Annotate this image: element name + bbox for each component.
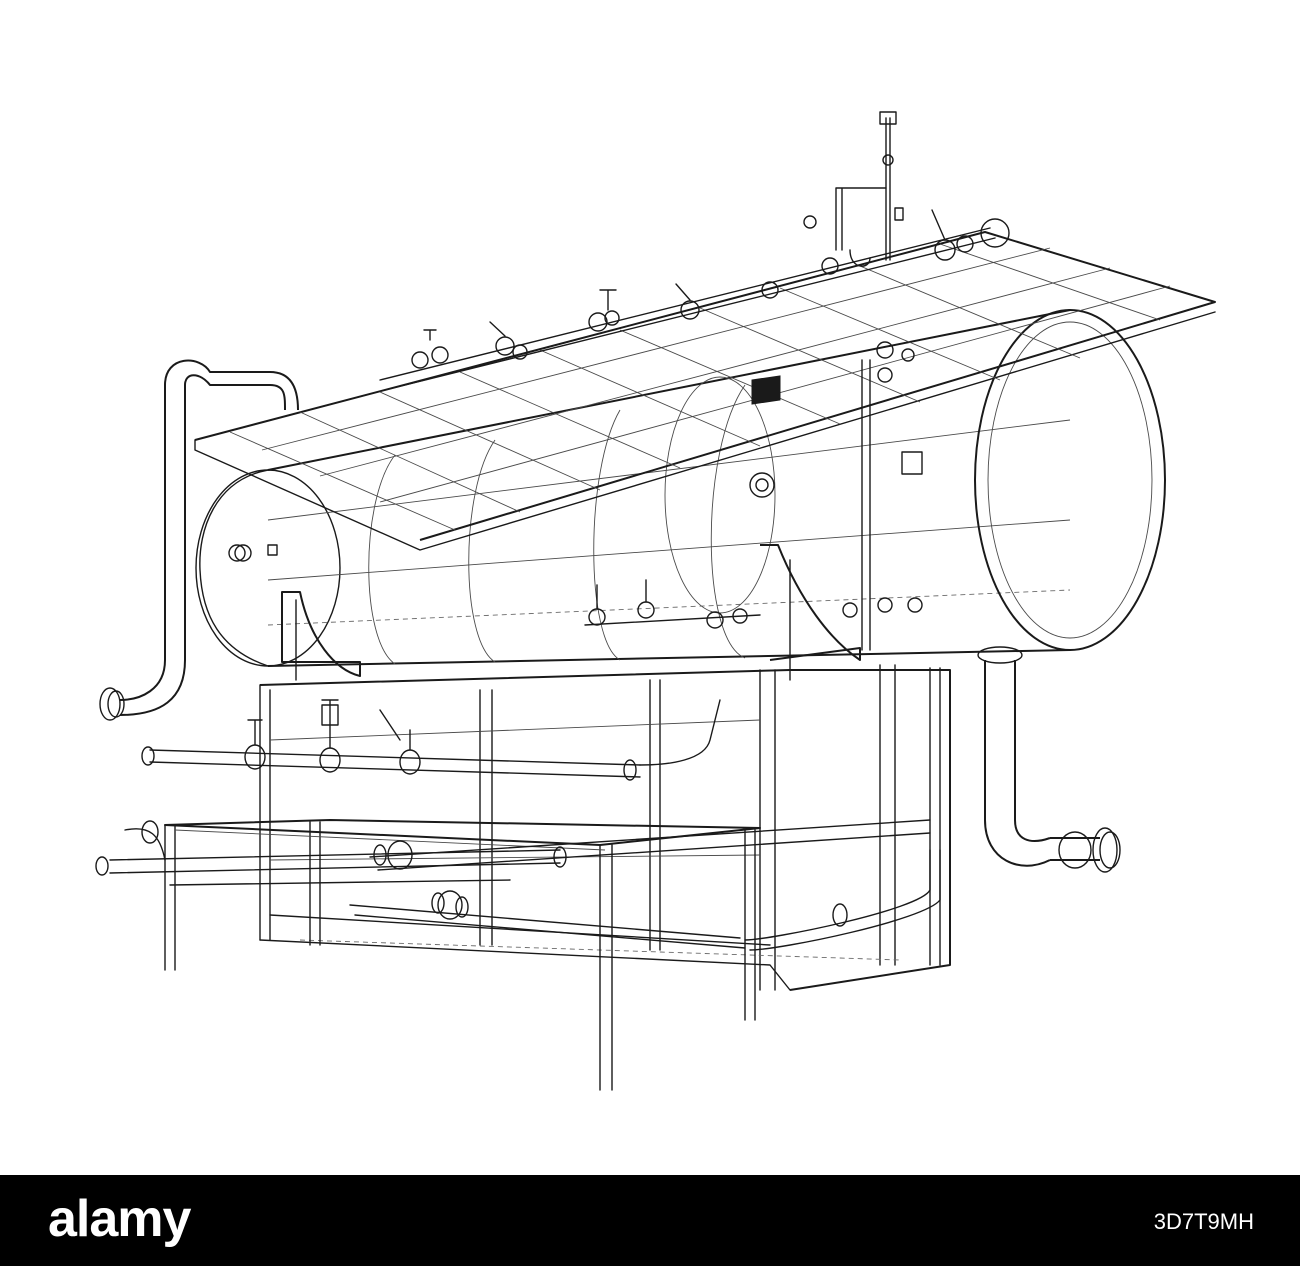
valve-icon — [931, 209, 974, 261]
top-platform — [194, 218, 1216, 551]
valve-icon — [637, 579, 655, 619]
lower-piping — [95, 699, 941, 951]
image-id: 3D7T9MH — [1153, 1209, 1254, 1234]
valve-icon — [431, 890, 469, 920]
base-frame — [259, 664, 951, 991]
front-table-frame — [164, 819, 761, 1091]
lower-valves — [244, 341, 923, 920]
valve-icon — [675, 283, 700, 320]
brand-wordmark: alamy — [48, 1190, 191, 1248]
left-riser-pipe — [99, 359, 299, 721]
brand-logo: alamy — [48, 1189, 191, 1249]
valve-icon — [379, 709, 421, 775]
right-outlet-pipe — [977, 646, 1121, 873]
watermark-footer: alamy 3D7T9MH — [0, 1175, 1300, 1266]
valve-icon — [588, 584, 606, 626]
top-valves — [411, 111, 974, 369]
valve-icon — [373, 840, 413, 870]
valve-icon — [319, 699, 341, 773]
valve-icon — [411, 329, 449, 369]
valve-icon — [761, 257, 839, 299]
valve-icon — [876, 341, 915, 383]
tank — [195, 309, 1166, 667]
valve-icon — [588, 289, 620, 332]
saddle-supports — [281, 544, 861, 681]
boiler-wireframe-drawing — [95, 111, 1216, 1091]
valve-icon — [842, 597, 923, 618]
valve-icon — [489, 321, 528, 360]
valve-icon — [244, 719, 266, 770]
